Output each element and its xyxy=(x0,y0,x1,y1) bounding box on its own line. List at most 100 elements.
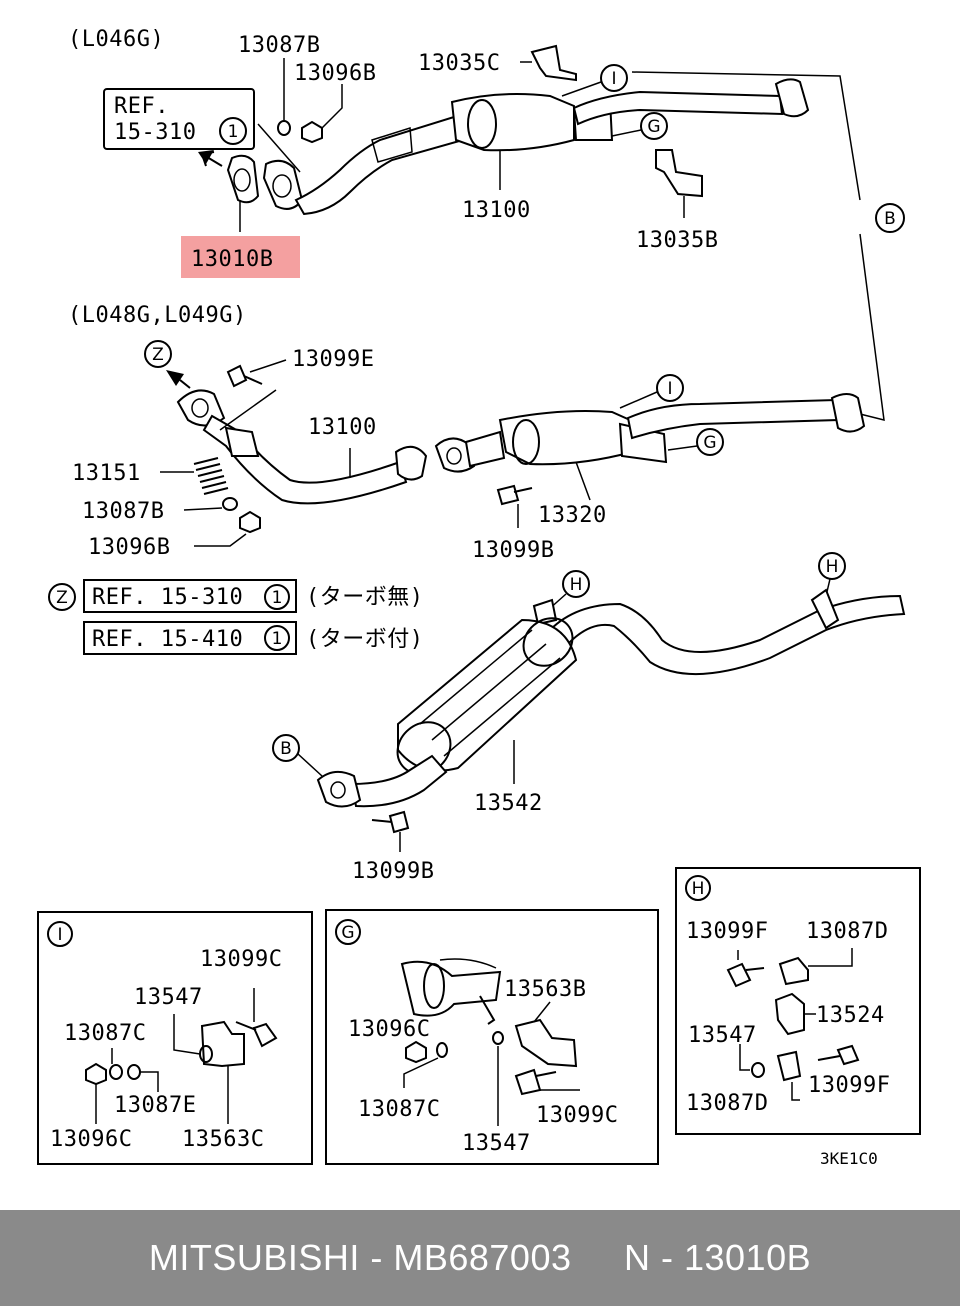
pipe-flange xyxy=(394,445,428,481)
rear-pipe xyxy=(572,90,784,126)
leader-line xyxy=(219,389,277,431)
part-label-13100-top: 13100 xyxy=(462,198,531,223)
highlight-label: 13010B xyxy=(191,247,273,272)
detail-h-tag: H xyxy=(692,879,705,899)
leader-line xyxy=(173,1014,201,1055)
converter-end xyxy=(467,99,497,149)
detail-i-bolt xyxy=(252,1022,278,1048)
leader-line xyxy=(631,71,861,201)
bolt-shank xyxy=(535,1071,557,1077)
converter-end xyxy=(512,419,540,465)
detail-g-label-d: 13099C xyxy=(536,1103,618,1128)
ref-row2-circle-text: 1 xyxy=(272,629,283,649)
bracket-13035c xyxy=(530,44,577,82)
detail-h-rubber-13524 xyxy=(774,992,805,1036)
callout-g-text: G xyxy=(647,117,660,137)
flange-hole xyxy=(446,447,462,465)
leader-line xyxy=(619,391,658,409)
pipe-clamp xyxy=(371,127,413,163)
detail-h-bolt xyxy=(726,962,752,988)
detail-i-label-c: 13087C xyxy=(64,1021,146,1046)
pipe-flange xyxy=(316,770,362,808)
ref-row2-circle xyxy=(264,625,290,651)
detail-h-washer xyxy=(751,1062,765,1078)
callout-g-icon xyxy=(696,428,724,456)
leader-line xyxy=(194,533,247,547)
arrow-head-icon xyxy=(198,150,214,164)
callout-b-text-2: B xyxy=(280,739,292,759)
bolt-shank xyxy=(243,375,263,385)
callout-i-text: I xyxy=(611,69,616,89)
washer-13087b xyxy=(222,497,238,511)
ref-row1-circle-text: 1 xyxy=(272,588,283,608)
detail-g-bolt xyxy=(514,1068,542,1096)
leader-line xyxy=(140,1071,159,1092)
detail-h-bracket xyxy=(778,956,809,986)
ref-box-line2: 15-310 xyxy=(114,120,196,145)
detail-i-label-e: 13096C xyxy=(50,1127,132,1152)
bracket-13035b xyxy=(655,149,703,198)
washer-13087b xyxy=(277,120,291,136)
detail-h-bracket-lower xyxy=(776,1050,802,1082)
pipe-segment xyxy=(464,430,506,468)
leader-line xyxy=(739,1044,750,1071)
detail-i-label-d: 13087E xyxy=(114,1093,196,1118)
callout-h-text-2: H xyxy=(826,557,839,577)
part-label-13087b: 13087B xyxy=(238,33,320,58)
callout-z-text: Z xyxy=(152,345,164,365)
bolt-shank xyxy=(745,967,765,971)
arrow-head-icon xyxy=(166,370,184,386)
detail-g-box xyxy=(325,909,659,1165)
leader-line xyxy=(791,1082,800,1101)
bolt-shank xyxy=(235,1021,257,1031)
leader-line xyxy=(297,753,323,777)
part-label-13096b-mid: 13096B xyxy=(88,535,170,560)
leader-line xyxy=(183,507,223,511)
part-label-13035b: 13035B xyxy=(636,228,718,253)
callout-z-icon xyxy=(144,340,172,368)
detail-g-label-e: 13547 xyxy=(462,1131,531,1156)
flange-hole xyxy=(191,398,209,418)
part-label-13099b-mid: 13099B xyxy=(472,538,554,563)
detail-g-bracket xyxy=(479,995,496,1025)
callout-b-icon xyxy=(272,734,300,762)
leader-line xyxy=(859,233,885,421)
leader-line xyxy=(611,129,642,137)
detail-g-bracket-13563b xyxy=(514,1018,578,1068)
callout-b-text: B xyxy=(884,209,896,229)
callout-h-icon xyxy=(818,552,846,580)
leader-line xyxy=(575,461,591,501)
muffler-ribs xyxy=(419,629,561,757)
detail-g-converter xyxy=(400,960,502,1017)
ref-box-line1: REF. xyxy=(114,94,169,119)
bolt-shank xyxy=(371,819,393,823)
detail-h-label-f: 13099F xyxy=(808,1073,890,1098)
bolt-13099e xyxy=(226,364,248,388)
ref-row1-note: (ターボ無) xyxy=(306,585,424,610)
detail-i-label-b: 13547 xyxy=(134,985,203,1010)
detail-i-label-a: 13099C xyxy=(200,947,282,972)
bolt-shank xyxy=(817,1055,841,1061)
callout-h-text: H xyxy=(570,575,583,595)
ref-row1-circle xyxy=(264,584,290,610)
detail-g-tag: G xyxy=(341,923,354,943)
section-label-l046g: (L046G) xyxy=(68,27,164,52)
detail-h-tag-icon xyxy=(685,875,711,901)
detail-h-label-d: 13547 xyxy=(688,1023,757,1048)
leader-line xyxy=(321,84,343,129)
callout-b-icon xyxy=(875,203,905,233)
arrow-icon xyxy=(179,379,191,389)
detail-h-label-e: 13087D xyxy=(686,1091,768,1116)
ref-row-box xyxy=(83,621,297,655)
detail-g-label-b: 13096C xyxy=(348,1017,430,1042)
part-label-13100-mid: 13100 xyxy=(308,415,377,440)
footer-part-number: MITSUBISHI - MB687003 N - 13010B xyxy=(148,1237,812,1278)
ref-box-circle-text: 1 xyxy=(228,122,239,142)
part-label-13320: 13320 xyxy=(538,503,607,528)
detail-i-tag: I xyxy=(57,925,62,945)
detail-i-washer xyxy=(109,1064,123,1080)
detail-h-box xyxy=(675,867,921,1135)
ref-row1-text: REF. 15-310 xyxy=(92,585,243,610)
spring-13151 xyxy=(193,457,229,495)
detail-i-washer xyxy=(127,1064,141,1080)
